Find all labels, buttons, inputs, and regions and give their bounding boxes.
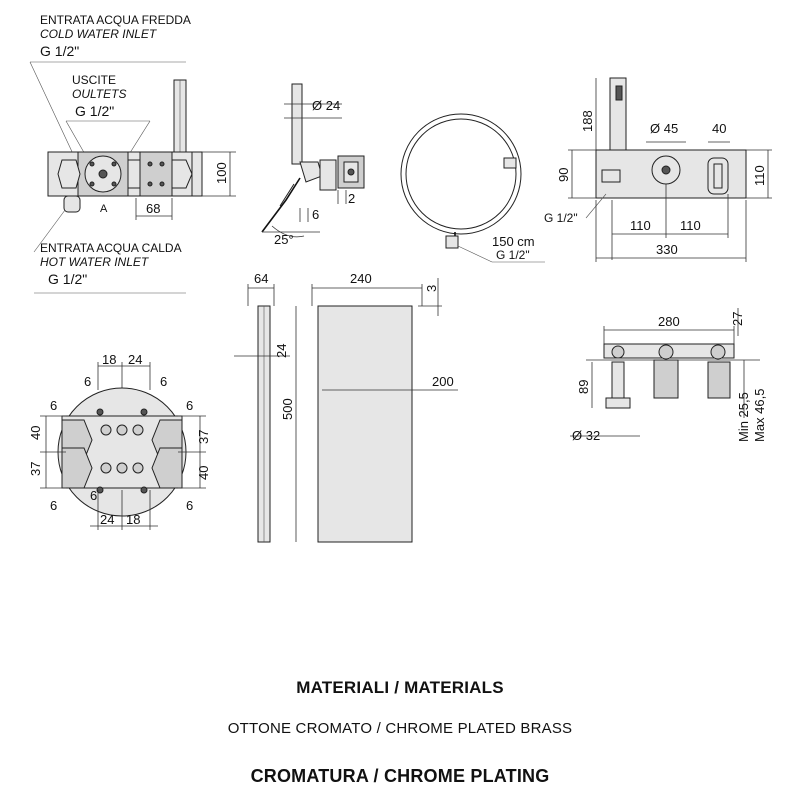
front-height-dim: 100 — [214, 162, 229, 184]
hole-view: 18 24 6 6 40 37 37 40 6 6 6 — [28, 352, 211, 530]
hole-18-bot: 18 — [126, 512, 140, 527]
side-diam-dim: Ø 24 — [312, 98, 340, 113]
materials-title: MATERIALI / MATERIALS — [296, 678, 504, 697]
hole-40-r: 40 — [196, 466, 211, 480]
side-offset-dim: 2 — [348, 191, 355, 206]
plan-110a-dim: 110 — [630, 218, 651, 233]
outlets-label-it: USCITE — [72, 73, 116, 87]
plan-110-right-dim: 110 — [752, 165, 767, 186]
side-gap-dim: 6 — [312, 207, 319, 222]
plate-500-dim: 500 — [280, 398, 295, 420]
body-27-dim: 27 — [730, 312, 745, 326]
plate-200-dim: 200 — [432, 374, 454, 389]
cold-inlet-label-it: ENTRATA ACQUA FREDDA — [40, 13, 191, 27]
plan-diam-dim: Ø 45 — [650, 121, 678, 136]
hole-6-bm: 6 — [90, 488, 97, 503]
hole-6-br: 6 — [186, 498, 193, 513]
plate-24-dim: 24 — [274, 344, 289, 358]
hole-6-bl: 6 — [50, 498, 57, 513]
front-plan-view: 188 Ø 45 40 90 110 G 1/2" 110 110 — [544, 77, 772, 262]
front-view: ENTRATA ACQUA FREDDA COLD WATER INLET G … — [29, 13, 236, 294]
body-diam-dim: Ø 32 — [572, 428, 600, 443]
hot-inlet-label-it: ENTRATA ACQUA CALDA — [40, 241, 182, 255]
plate-3-dim: 3 — [424, 285, 439, 292]
hot-inlet-label-en: HOT WATER INLET — [40, 255, 150, 269]
front-width-dim: 68 — [146, 201, 160, 216]
outlets-size: G 1/2" — [75, 103, 114, 119]
hole-6-ml: 6 — [50, 398, 57, 413]
cold-inlet-label-en: COLD WATER INLET — [40, 27, 158, 41]
hole-24-top: 24 — [128, 352, 142, 367]
side-angle-dim: 25° — [274, 232, 294, 247]
cold-inlet-size: G 1/2" — [40, 43, 79, 59]
plate-240-dim: 240 — [350, 271, 372, 286]
plan-thread: G 1/2" — [544, 211, 578, 225]
plan-90-dim: 90 — [556, 168, 571, 182]
hole-24-bot: 24 — [100, 512, 114, 527]
hole-40-l: 40 — [28, 426, 43, 440]
materials-value: OTTONE CROMATO / CHROME PLATED BRASS — [227, 720, 573, 737]
plan-40-dim: 40 — [712, 121, 726, 136]
plate-64-dim: 64 — [254, 271, 268, 286]
hole-37-l: 37 — [28, 462, 43, 476]
body-min-dim: Min 25,5 — [736, 392, 751, 442]
plan-330-dim: 330 — [656, 242, 678, 257]
hose-length: 150 cm — [492, 234, 535, 249]
body-280-dim: 280 — [658, 314, 680, 329]
body-view: 280 27 89 Ø 32 Min 25,5 Max 46,5 — [570, 308, 767, 443]
hole-6-mr: 6 — [186, 398, 193, 413]
body-max-dim: Max 46,5 — [752, 389, 767, 442]
hot-inlet-size: G 1/2" — [48, 271, 87, 287]
hole-6-tl: 6 — [84, 374, 91, 389]
outlets-label-en: OULTETS — [72, 87, 126, 101]
plate-view: 64 24 500 240 3 200 — [234, 271, 458, 543]
hose-view: 150 cm G 1/2" — [400, 113, 545, 263]
plating-title: CROMATURA / CHROME PLATING — [250, 766, 550, 786]
plan-110b-dim: 110 — [680, 218, 701, 233]
body-89-dim: 89 — [576, 380, 591, 394]
hole-6-tr: 6 — [160, 374, 167, 389]
hose-thread: G 1/2" — [496, 248, 530, 262]
svg-text:A: A — [100, 203, 108, 215]
side-view: Ø 24 2 6 25° — [261, 83, 365, 247]
hole-18-top: 18 — [102, 352, 116, 367]
plan-height-dim: 188 — [580, 110, 595, 132]
hole-37-r: 37 — [196, 430, 211, 444]
